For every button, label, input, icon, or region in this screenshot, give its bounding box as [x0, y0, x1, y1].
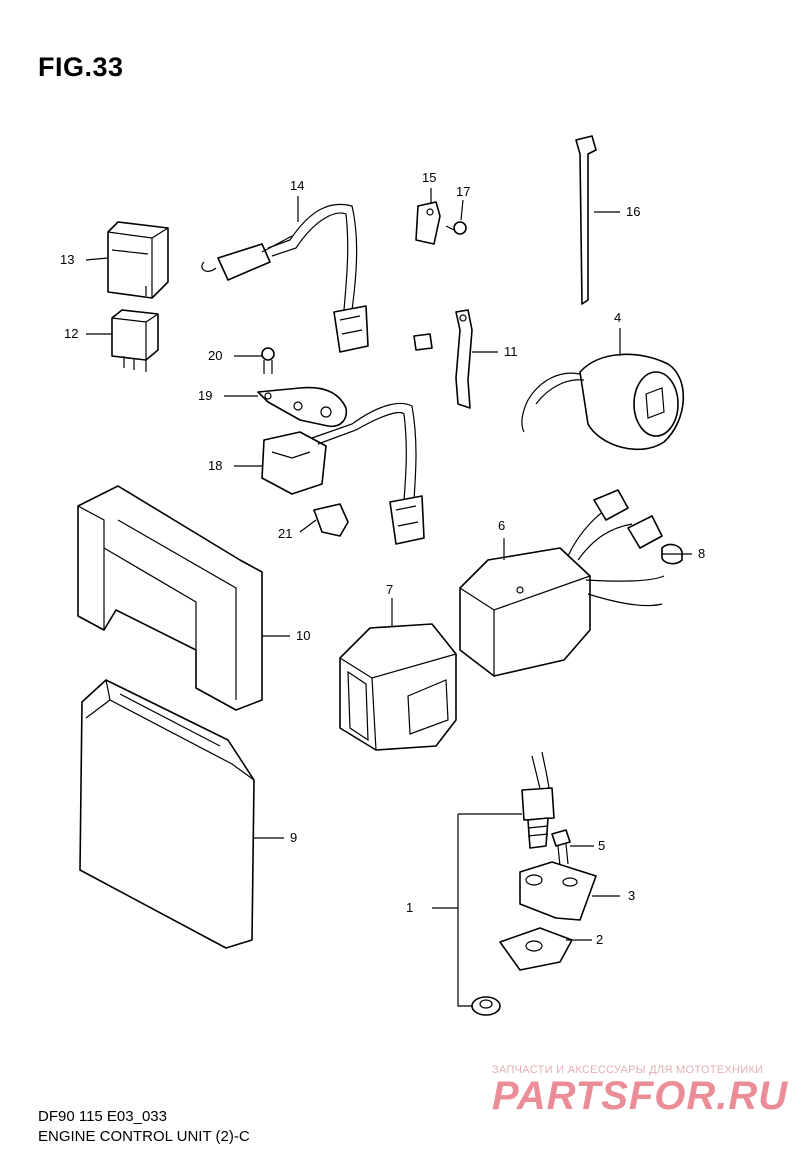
watermark-logo: PARTSFOR.RU	[492, 1074, 789, 1118]
callout-20: 20	[208, 348, 222, 363]
part-9-ecu	[79, 679, 255, 949]
callout-12: 12	[64, 326, 78, 341]
part-21-clip	[313, 503, 349, 537]
part-12-relay	[111, 309, 159, 372]
part-14-switch-harness	[201, 203, 369, 353]
leader-lines	[85, 188, 692, 1007]
callout-18: 18	[208, 458, 222, 473]
callout-19: 19	[198, 388, 212, 403]
callout-21: 21	[278, 526, 292, 541]
watermark-tagline: ЗАПЧАСТИ И АКСЕССУАРЫ ДЛЯ МОТОТЕХНИКИ	[492, 1064, 764, 1076]
part-13-relay	[107, 221, 169, 299]
callout-17: 17	[456, 184, 470, 199]
callout-10: 10	[296, 628, 310, 643]
callout-4: 4	[614, 310, 621, 325]
part-6-unit	[459, 489, 665, 677]
callout-16: 16	[626, 204, 640, 219]
figure-name: ENGINE CONTROL UNIT (2)-C	[38, 1128, 250, 1145]
callout-1: 1	[406, 900, 413, 915]
part-2-plate	[499, 927, 573, 971]
callout-9: 9	[290, 830, 297, 845]
part-17-screw	[445, 221, 467, 235]
callout-2: 2	[596, 932, 603, 947]
callout-5: 5	[598, 838, 605, 853]
figure-title: FIG.33	[38, 52, 124, 82]
part-19-plate	[257, 386, 348, 428]
part-16-cable-tie	[575, 135, 597, 305]
callout-3: 3	[628, 888, 635, 903]
part-3-bracket	[519, 861, 597, 921]
callout-11: 11	[504, 344, 518, 359]
part-7-housing	[339, 623, 457, 751]
part-5-bolt	[551, 829, 571, 867]
part-20-screw	[261, 347, 275, 374]
callout-8: 8	[698, 546, 705, 561]
part-11-clamp	[413, 309, 473, 409]
callouts: 13 12 14 15 17 16 11 4 20 19 18 21 6 8 1…	[60, 170, 705, 947]
callout-15: 15	[422, 170, 436, 185]
part-15-bracket	[415, 201, 441, 245]
callout-6: 6	[498, 518, 505, 533]
part-1-nut	[471, 996, 501, 1016]
part-1-sensor-assembly	[521, 751, 555, 849]
part-10-frame	[77, 485, 263, 711]
callout-14: 14	[290, 178, 304, 193]
callout-13: 13	[60, 252, 74, 267]
part-18-sensor-harness	[261, 402, 425, 545]
part-4-sensor-unit	[521, 353, 685, 451]
figure-code: DF90 115 E03_033	[38, 1108, 167, 1125]
callout-7: 7	[386, 582, 393, 597]
